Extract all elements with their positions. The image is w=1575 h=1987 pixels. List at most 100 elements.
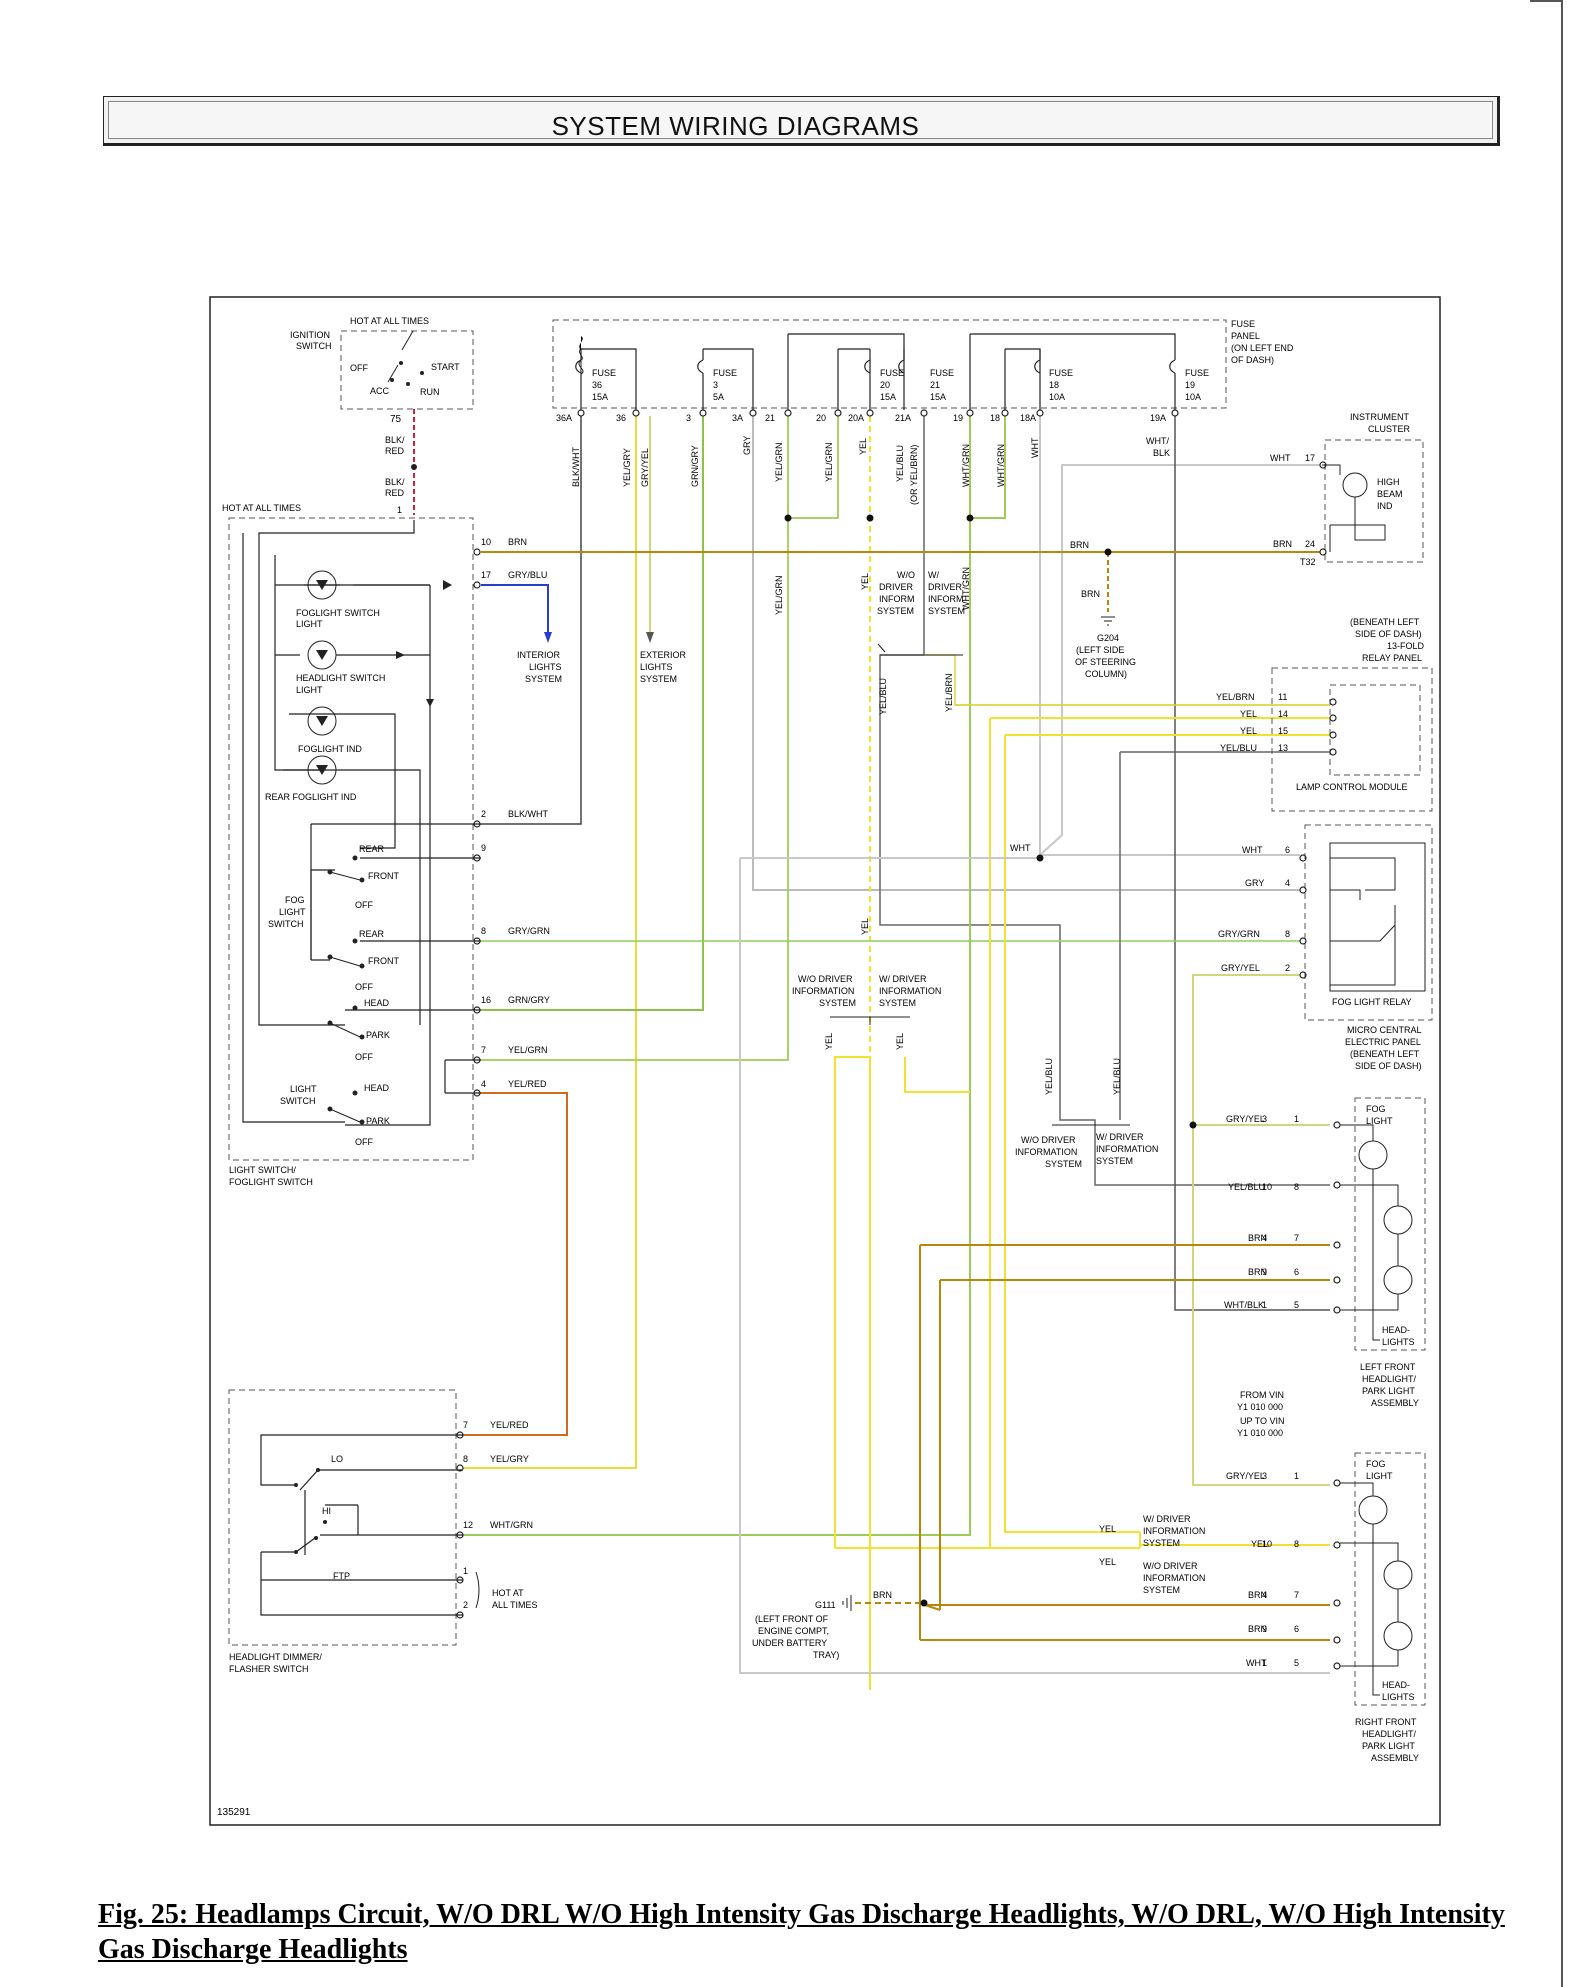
- fuse-18-label: FUSE: [1049, 368, 1073, 378]
- lh-head-label-2: LIGHTS: [1382, 1337, 1415, 1347]
- mid-wire-labels: YEL/GRN YEL WHT/GRN YEL/BLU YEL/BRN YEL …: [774, 567, 1122, 1095]
- exterior-lights-ref-2: LIGHTS: [640, 662, 673, 672]
- ignition-wire-label-2: RED: [385, 446, 405, 456]
- ls-pin-16: 16: [481, 995, 491, 1005]
- fuse-pin: 21A: [895, 413, 911, 423]
- fuse-21-rating: 15A: [930, 392, 946, 402]
- rh-head-label: HEAD-: [1382, 1680, 1410, 1690]
- fuse-21-label: FUSE: [930, 368, 954, 378]
- fog-off-label: OFF: [355, 900, 373, 910]
- mid-label: YEL/GRN: [774, 575, 784, 615]
- top-wire-label: WHT: [1030, 437, 1040, 458]
- fuse-pin: 36: [616, 413, 626, 423]
- rh-row-wire: YEL: [1251, 1539, 1268, 1549]
- page-edge-right: [1561, 0, 1563, 1987]
- splice-dots: [784, 514, 1197, 1607]
- relay-panel-title: (BENEATH LEFT: [1350, 617, 1420, 627]
- cluster-pin-17: 17: [1305, 453, 1315, 463]
- fuse-panel-title: FUSE: [1231, 319, 1255, 329]
- fuse-20-rating: 15A: [880, 392, 896, 402]
- dis-label: DRIVER: [928, 582, 963, 592]
- fog-relay-pin: 2: [1285, 963, 1290, 973]
- wire-yel-red: [463, 1092, 568, 1436]
- fuse-3-label: FUSE: [713, 368, 737, 378]
- dis-label: INFORM: [879, 594, 915, 604]
- top-wire-label: GRN/GRY: [690, 445, 700, 487]
- light-switch-sub-label: LIGHT: [290, 1084, 317, 1094]
- ignition-title-2: SWITCH: [296, 341, 332, 351]
- top-wire-label: BLK/WHT: [571, 446, 581, 487]
- wire-yel-right-b: [1004, 735, 1140, 1533]
- ls-pin-2: 2: [481, 809, 486, 819]
- cluster-title-2: CLUSTER: [1368, 424, 1411, 434]
- lh-row-b: 1: [1294, 1114, 1299, 1124]
- top-wire-label: YEL/BLU: [895, 445, 905, 482]
- ls-wire-brn: BRN: [508, 537, 527, 547]
- rh-row-b: 6: [1294, 1624, 1299, 1634]
- relay-panel: (BENEATH LEFT SIDE OF DASH) 13-FOLD RELA…: [955, 617, 1433, 812]
- head-label-2: HEAD: [364, 1083, 390, 1093]
- fuse-19-number: 19: [1185, 380, 1195, 390]
- lh-row-wire: GRY/YEL: [1226, 1114, 1265, 1124]
- top-wire-label: YEL: [858, 438, 868, 455]
- ls-pin-10: 10: [481, 537, 491, 547]
- top-wire-label: BLK: [1153, 448, 1170, 458]
- fuse-36-number: 36: [592, 380, 602, 390]
- dis-label: W/ DRIVER: [879, 974, 927, 984]
- dis-label: W/ DRIVER: [1143, 1514, 1191, 1524]
- lh-row-wire: WHT/BLK: [1224, 1300, 1264, 1310]
- exterior-lights-ref-3: SYSTEM: [640, 674, 677, 684]
- fuse-36-rating: 15A: [592, 392, 608, 402]
- fog-rear-label-2: REAR: [359, 929, 385, 939]
- vin-note: FROM VIN: [1240, 1390, 1284, 1400]
- g111-loc: (LEFT FRONT OF: [755, 1614, 829, 1624]
- top-wire-label: YEL/GRN: [774, 442, 784, 482]
- rear-foglight-ind-label: REAR FOGLIGHT IND: [265, 792, 357, 802]
- micro-central-label: MICRO CENTRAL: [1347, 1025, 1422, 1035]
- dimmer-hot-2: ALL TIMES: [492, 1600, 538, 1610]
- fuse-pin: 20: [816, 413, 826, 423]
- fuse-pin: 19: [953, 413, 963, 423]
- park-label: PARK: [366, 1030, 390, 1040]
- dis-label: INFORMATION: [1015, 1147, 1077, 1157]
- ignition-off-label: OFF: [350, 363, 368, 373]
- lh-title-3: PARK LIGHT: [1362, 1386, 1415, 1396]
- wire-yel-gry: [463, 416, 637, 1469]
- page-title: SYSTEM WIRING DIAGRAMS: [551, 111, 920, 141]
- wire-gry-blu: [481, 584, 549, 640]
- micro-central-label-4: SIDE OF DASH): [1355, 1061, 1422, 1071]
- headlight-switch-light-label-2: LIGHT: [296, 685, 323, 695]
- head-label: HEAD: [364, 998, 390, 1008]
- mid-label: YEL/BLU: [1112, 1058, 1122, 1095]
- fuse-pin: 18A: [1020, 413, 1036, 423]
- wire-yel-grn-2: [788, 416, 839, 519]
- top-wire-label: YEL/GRY: [622, 448, 632, 487]
- fuse-20-label: FUSE: [880, 368, 904, 378]
- g204-brn-2: BRN: [1081, 589, 1100, 599]
- ignition-pin-75: 75: [390, 414, 402, 425]
- dimmer-hot: HOT AT: [492, 1588, 524, 1598]
- lh-row-a: 9: [1262, 1267, 1267, 1277]
- fuse-3-rating: 5A: [713, 392, 724, 402]
- g204-name: G204: [1097, 633, 1119, 643]
- fog-relay-label: FOG LIGHT RELAY: [1332, 997, 1412, 1007]
- dis-label: SYSTEM: [879, 998, 916, 1008]
- fog-light-relay: FOG LIGHT RELAY WHT WHT 6 GRY 4 GRY/GRN …: [1010, 824, 1433, 1071]
- rh-title-2: HEADLIGHT/: [1362, 1729, 1417, 1739]
- dimmer-pin-8: 8: [463, 1454, 468, 1464]
- header-banner: SYSTEM WIRING DIAGRAMS: [103, 96, 1500, 146]
- rh-row-wire: GRY/YEL: [1226, 1471, 1265, 1481]
- relay-row-pin: 13: [1278, 743, 1288, 753]
- fuse-18-rating: 10A: [1049, 392, 1065, 402]
- micro-central-label-2: ELECTRIC PANEL: [1345, 1037, 1421, 1047]
- foglight-switch-light-label-2: LIGHT: [296, 619, 323, 629]
- g204-brn: BRN: [1070, 540, 1089, 550]
- top-wire-label: WHT/GRN: [996, 444, 1006, 487]
- lh-fog-label-2: LIGHT: [1366, 1116, 1393, 1126]
- yel-label: YEL: [1099, 1557, 1116, 1567]
- rh-head-label-2: LIGHTS: [1382, 1692, 1415, 1702]
- mid-label: YEL/BLU: [878, 678, 888, 715]
- cluster-brn: BRN: [1273, 539, 1292, 549]
- rh-row-a: 1: [1262, 1658, 1267, 1668]
- ignition-wire-label-3: BLK/: [385, 477, 405, 487]
